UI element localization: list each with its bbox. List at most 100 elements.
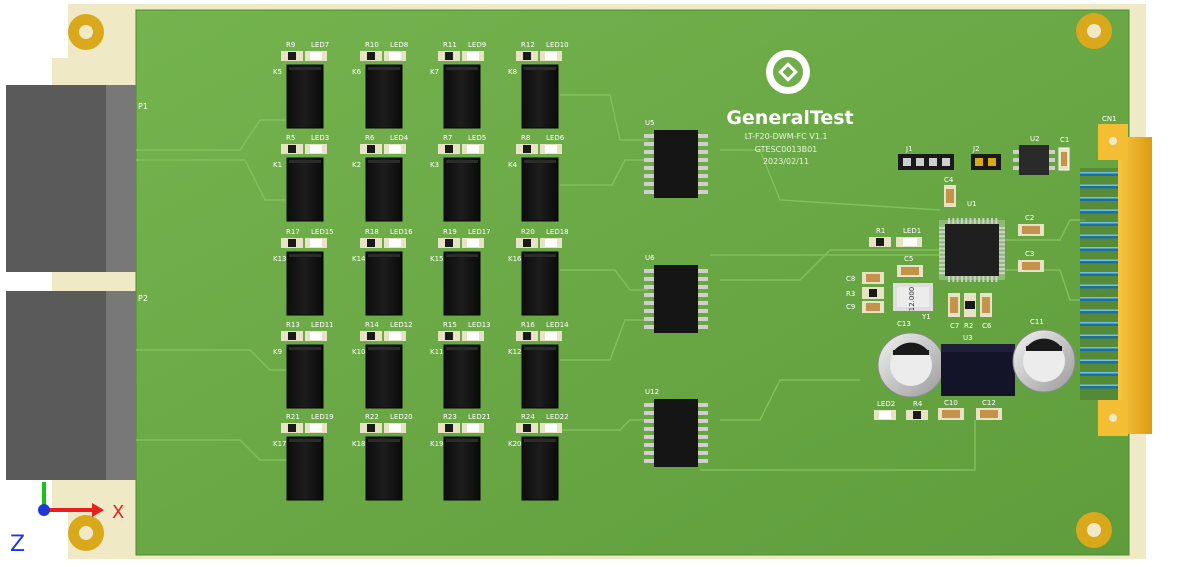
relay-label: K17 (273, 440, 287, 448)
crystal-text: 12.000 (908, 287, 916, 312)
led-label: LED3 (311, 134, 329, 142)
r4-label: R4 (913, 400, 923, 408)
relay-label: K15 (430, 255, 444, 263)
ic-u12: U12 (644, 388, 708, 467)
y1-label: Y1 (921, 313, 931, 321)
origin-axis-marker (38, 482, 104, 517)
axis-x-label: X (112, 502, 124, 523)
relay-label: K2 (352, 161, 361, 169)
resistor-label: R12 (521, 41, 535, 49)
mounting-hole-tr (1076, 13, 1112, 49)
c5-label: C5 (904, 255, 913, 263)
c2-label: C2 (1025, 214, 1034, 222)
resistor-label: R23 (443, 413, 457, 421)
board-body (136, 10, 1129, 555)
generaltest-logo (766, 50, 810, 94)
cap-c1 (1058, 147, 1070, 171)
c8-label: C8 (846, 275, 855, 283)
resistor-label: R16 (521, 321, 535, 329)
relay-label: K12 (508, 348, 522, 356)
j2-label: J2 (972, 145, 980, 153)
mounting-hole-br (1076, 512, 1112, 548)
electrolytic-c13 (877, 332, 945, 398)
date-text: 2023/02/11 (763, 157, 809, 166)
u1-label: U1 (967, 200, 977, 208)
crystal-y1 (893, 283, 933, 311)
led-label: LED13 (468, 321, 491, 329)
c13-label: C13 (897, 320, 911, 328)
led1-label: LED1 (903, 227, 921, 235)
c1-label: C1 (1060, 136, 1069, 144)
c6-label: C6 (982, 322, 992, 330)
relay-label: K16 (508, 255, 522, 263)
resistor-label: R10 (365, 41, 379, 49)
led-label: LED17 (468, 228, 491, 236)
relay-label: K1 (273, 161, 282, 169)
serial-text: GTESC0013B01 (755, 145, 818, 154)
resistor-label: R20 (521, 228, 535, 236)
resistor-label: R7 (443, 134, 452, 142)
relay-label: K5 (273, 68, 282, 76)
mcu-u1 (939, 220, 1005, 280)
led-label: LED16 (390, 228, 413, 236)
led-label: LED15 (311, 228, 334, 236)
copper-traces (136, 94, 1085, 471)
cn1-label: CN1 (1102, 115, 1117, 123)
led-label: LED10 (546, 41, 569, 49)
cap-c6 (980, 293, 992, 317)
r1-label: R1 (876, 227, 885, 235)
cap-c2 (1018, 224, 1044, 236)
relay-label: K8 (508, 68, 517, 76)
resistor-label: R18 (365, 228, 379, 236)
resistor-label: R21 (286, 413, 300, 421)
cap-c8 (862, 272, 884, 284)
led-label: LED20 (390, 413, 413, 421)
connector-p2 (6, 291, 136, 480)
connector-p1-label: P1 (138, 102, 148, 111)
led-label: LED8 (390, 41, 408, 49)
relay-label: K13 (273, 255, 287, 263)
c4-label: C4 (944, 176, 954, 184)
ic-label: U6 (645, 254, 655, 262)
r3-label: R3 (846, 290, 855, 298)
led-label: LED9 (468, 41, 486, 49)
mounting-hole-bl (68, 515, 104, 551)
regulator-u3 (941, 344, 1015, 396)
c11-label: C11 (1030, 318, 1044, 326)
resistor-label: R14 (365, 321, 379, 329)
connector-p2-label: P2 (138, 294, 148, 303)
r2-label: R2 (964, 322, 973, 330)
led2-label: LED2 (877, 400, 895, 408)
led-label: LED14 (546, 321, 569, 329)
led-led1 (896, 237, 922, 247)
led-label: LED12 (390, 321, 413, 329)
resistor-r1 (869, 237, 891, 247)
cap-c5 (897, 265, 923, 277)
relay-label: K3 (430, 161, 439, 169)
ic-u6: U6 (644, 254, 708, 333)
led-label: LED21 (468, 413, 491, 421)
ic-u2 (1013, 145, 1055, 175)
connector-cn1 (1080, 124, 1152, 436)
resistor-label: R8 (521, 134, 530, 142)
mounting-hole-tl (68, 14, 104, 50)
resistor-r2 (964, 293, 976, 317)
resistor-label: R13 (286, 321, 300, 329)
axis-z-label: Z (10, 532, 25, 557)
u3-label: U3 (963, 334, 973, 342)
relay-label: K20 (508, 440, 522, 448)
resistor-label: R19 (443, 228, 457, 236)
